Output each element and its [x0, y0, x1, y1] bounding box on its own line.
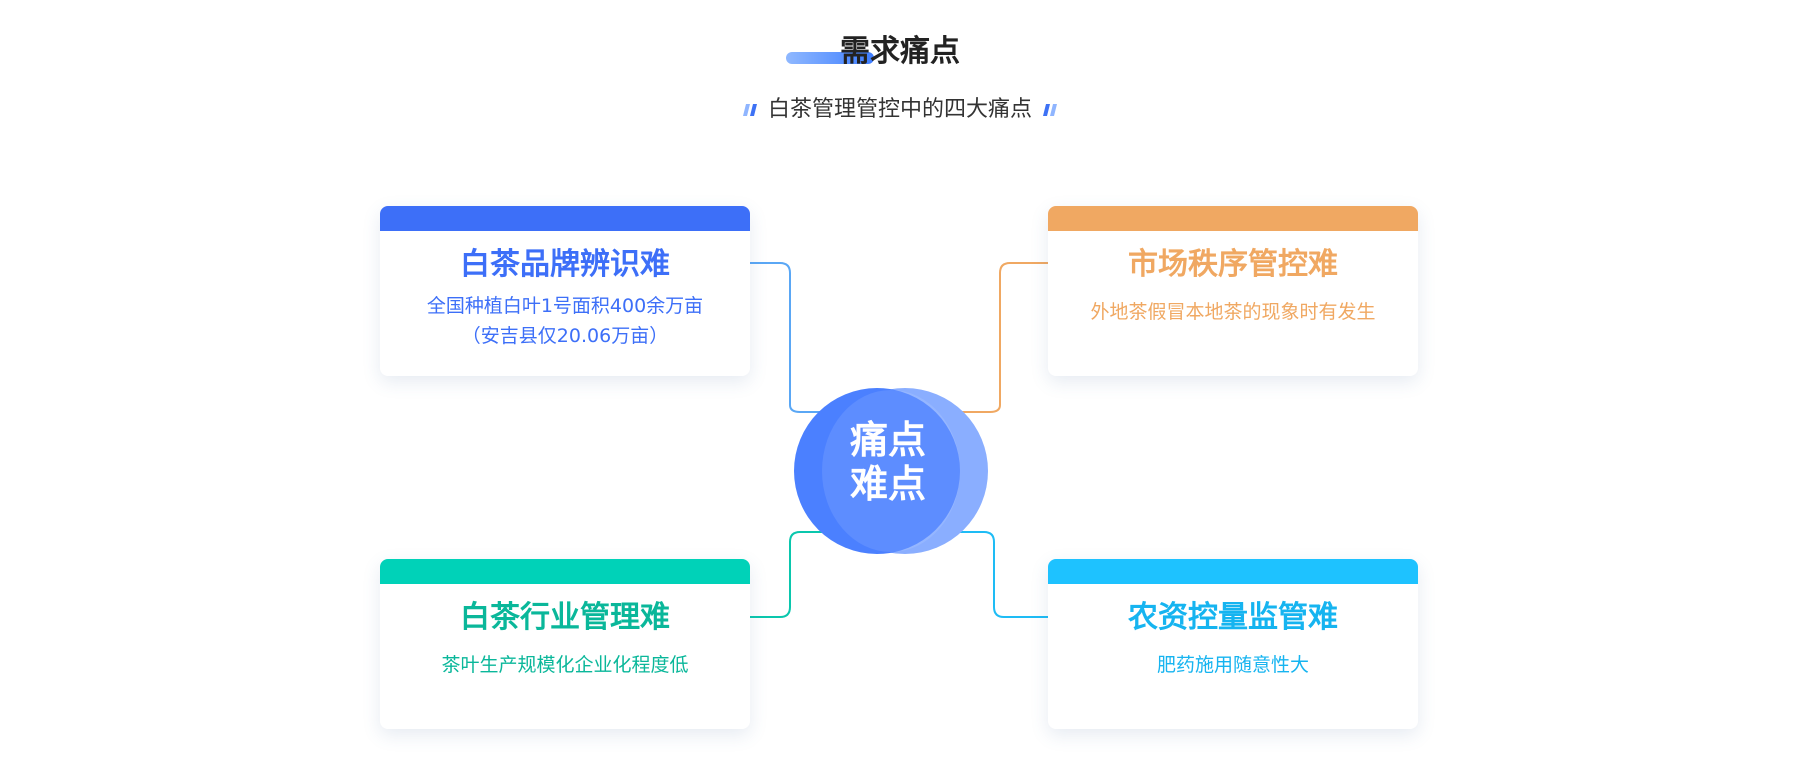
card-description-line: （安吉县仅20.06万亩） [461, 325, 669, 347]
card-title: 白茶行业管理难 [460, 600, 670, 635]
card-market-order: 市场秩序管控难 外地茶假冒本地茶的现象时有发生 [1048, 206, 1418, 376]
card-description-line: 全国种植白叶1号面积400余万亩 [426, 295, 704, 317]
card-description: 全国种植白叶1号面积400余万亩 （安吉县仅20.06万亩） [380, 291, 750, 351]
card-top-bar [380, 559, 750, 584]
card-title: 农资控量监管难 [1128, 600, 1338, 635]
card-brand-identification: 白茶品牌辨识难 全国种植白叶1号面积400余万亩 （安吉县仅20.06万亩） [380, 206, 750, 376]
card-top-bar [1048, 206, 1418, 231]
hub-label-line: 痛点 [849, 418, 926, 462]
subtitle: 白茶管理管控中的四大痛点 [767, 97, 1032, 122]
card-agri-input-control: 农资控量监管难 肥药施用随意性大 [1048, 559, 1418, 729]
section-header: 需求痛点 [0, 22, 1800, 72]
card-top-bar [380, 206, 750, 231]
connector-line-industry [720, 531, 830, 618]
title-underline-bar [786, 52, 874, 64]
quote-marks-right-icon [1043, 104, 1057, 116]
connector-line-market [960, 262, 1068, 413]
connector-line-agri [960, 531, 1068, 618]
card-title: 市场秩序管控难 [1128, 247, 1338, 282]
hub-circle-overlap [822, 390, 960, 552]
connector-line-brand [720, 262, 832, 413]
card-industry-management: 白茶行业管理难 茶叶生产规模化企业化程度低 [380, 559, 750, 729]
card-description: 外地茶假冒本地茶的现象时有发生 [1090, 301, 1376, 323]
quote-marks-left-icon [742, 104, 757, 116]
page-title: 需求痛点 [840, 34, 960, 69]
subtitle-row: 白茶管理管控中的四大痛点 [0, 94, 1800, 126]
hub-label: 痛点 难点 [808, 418, 968, 506]
card-top-bar [1048, 559, 1418, 584]
card-description: 茶叶生产规模化企业化程度低 [441, 654, 689, 676]
hub-circle-front [794, 388, 960, 554]
card-description: 肥药施用随意性大 [1156, 654, 1309, 676]
hub-label-line: 难点 [849, 462, 926, 506]
card-title: 白茶品牌辨识难 [460, 247, 670, 282]
